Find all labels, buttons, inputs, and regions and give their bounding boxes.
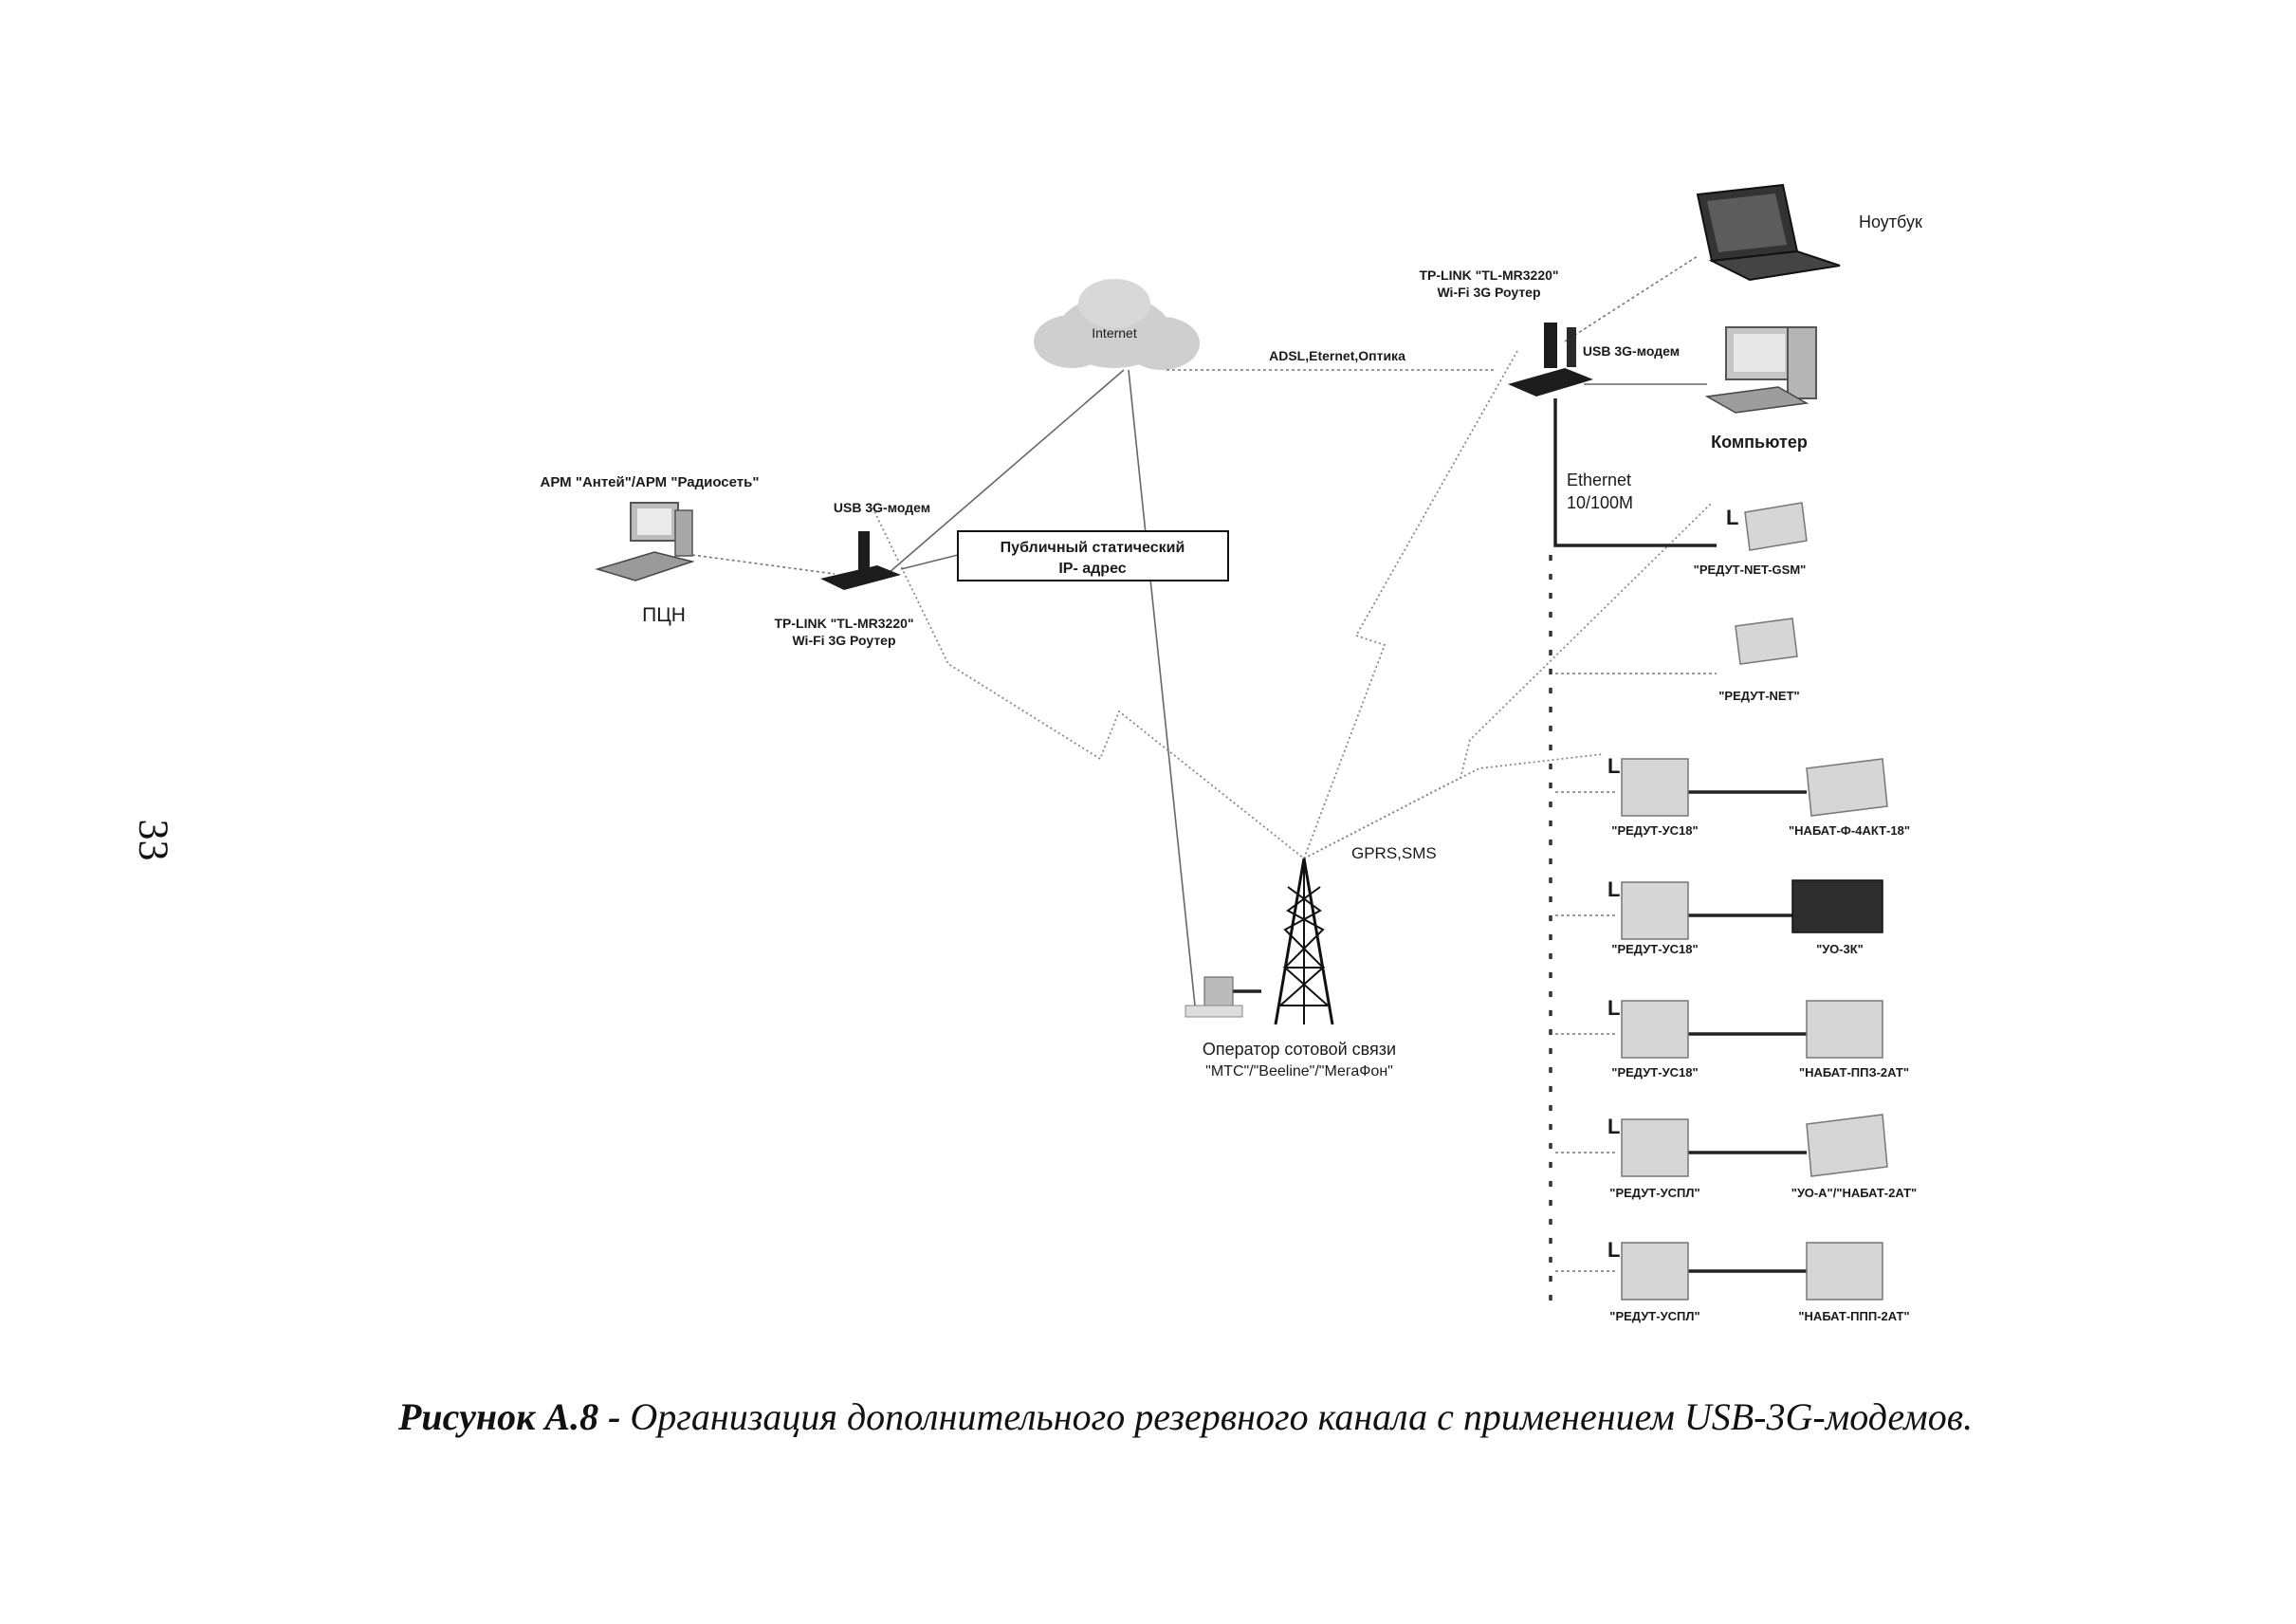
- device-label-right: "НАБАТ-Ф-4АКТ-18": [1789, 823, 1910, 838]
- operator-label-1: Оператор сотовой связи: [1203, 1040, 1396, 1059]
- device-label-left: "РЕДУТ-NET": [1718, 689, 1799, 703]
- figure-caption: Рисунок А.8 - Организация дополнительног…: [398, 1394, 2105, 1439]
- static-ip-box: Публичный статический IP- адрес: [900, 530, 1229, 581]
- pcn-router-link: [691, 554, 836, 575]
- internet-left-router-link: [881, 369, 1125, 580]
- left-router-label-2: Wi-Fi 3G Роутер: [792, 633, 895, 648]
- svg-text:L: L: [1726, 506, 1738, 529]
- laptop-label: Ноутбук: [1859, 212, 1922, 231]
- device-label-left: "РЕДУТ-УС18": [1611, 823, 1698, 838]
- device-label-right: "НАБАТ-ППЗ-2АТ": [1799, 1065, 1909, 1080]
- left-modem-label: USB 3G-модем: [834, 500, 930, 515]
- device-pair-4: L "РЕДУТ-УСПЛ" "УО-А"/"НАБАТ-2АТ": [1607, 1114, 1917, 1200]
- operator-label-2: "МТС"/"Beeline"/"МегаФон": [1205, 1063, 1393, 1080]
- device-pair-5: L "РЕДУТ-УСПЛ" "НАБАТ-ППП-2АТ": [1607, 1238, 1910, 1323]
- internet-label: Internet: [1092, 325, 1137, 341]
- operator-gateway-icon: [1185, 976, 1243, 1018]
- svg-text:L: L: [1607, 877, 1620, 901]
- tower-us18-radio-link: [1303, 753, 1604, 859]
- right-router-label-1: TP-LINK "TL-MR3220": [1419, 268, 1558, 283]
- device-label-left: "РЕДУТ-УС18": [1611, 942, 1698, 956]
- adsl-label: ADSL,Eternet,Оптика: [1269, 348, 1405, 363]
- pcn-computer-icon: [595, 502, 695, 581]
- router-laptop-link: [1564, 255, 1699, 342]
- right-router-label-2: Wi-Fi 3G Роутер: [1437, 285, 1540, 300]
- cell-tower-icon: [1274, 858, 1334, 1025]
- device-label-left: "РЕДУТ-УСПЛ": [1609, 1309, 1699, 1323]
- internet-cloud: Internet: [1034, 279, 1200, 370]
- computer-label: Компьютер: [1711, 433, 1808, 452]
- ethernet-line: [1553, 398, 1717, 547]
- device-label-left: "РЕДУТ-NET-GSM": [1694, 563, 1807, 577]
- redut-net-gsm-device: L "РЕДУТ-NET-GSM": [1694, 502, 1808, 577]
- svg-text:L: L: [1607, 996, 1620, 1020]
- device-pair-3: L "РЕДУТ-УС18" "НАБАТ-ППЗ-2АТ": [1607, 996, 1909, 1080]
- svg-text:L: L: [1607, 754, 1620, 778]
- device-label-right: "УО-А"/"НАБАТ-2АТ": [1791, 1186, 1917, 1200]
- left-router-icon: [820, 531, 901, 590]
- pcn-label: ПЦН: [642, 604, 686, 626]
- device-pair-2: L "РЕДУТ-УС18" "УО-3К": [1607, 877, 1883, 956]
- laptop-icon: [1696, 183, 1841, 282]
- ethernet-label-1: Ethernet: [1567, 471, 1631, 489]
- device-label-right: "НАБАТ-ППП-2АТ": [1798, 1309, 1909, 1323]
- pcn-user-label: АРМ "Антей"/АРМ "Радиосеть": [541, 474, 760, 490]
- caption-text: Организация дополнительного резервного к…: [630, 1395, 1974, 1438]
- device-pair-1: L "РЕДУТ-УС18" "НАБАТ-Ф-4АКТ-18": [1607, 754, 1910, 838]
- svg-text:L: L: [1607, 1115, 1620, 1138]
- right-modem-label: USB 3G-модем: [1583, 343, 1680, 359]
- svg-text:L: L: [1607, 1238, 1620, 1262]
- gprs-label: GPRS,SMS: [1351, 844, 1437, 862]
- static-ip-label-2: IP- адрес: [1058, 561, 1126, 577]
- static-ip-label-1: Публичный статический: [1001, 540, 1185, 556]
- redut-net-device: "РЕДУТ-NET": [1718, 618, 1800, 703]
- device-label-left: "РЕДУТ-УСПЛ": [1609, 1186, 1699, 1200]
- internet-tower-link: [1128, 369, 1196, 1006]
- device-label-right: "УО-3К": [1816, 942, 1864, 956]
- left-router-label-1: TP-LINK "TL-MR3220": [774, 616, 913, 631]
- right-router-icon: [1508, 323, 1593, 397]
- computer-icon: [1704, 326, 1817, 414]
- ethernet-label-2: 10/100M: [1567, 493, 1633, 512]
- caption-label: Рисунок А.8 -: [398, 1395, 621, 1438]
- device-label-left: "РЕДУТ-УС18": [1611, 1065, 1698, 1080]
- tower-netgsm-radio-link: [1303, 502, 1713, 859]
- tower-right-router-radio-link: [1303, 350, 1518, 859]
